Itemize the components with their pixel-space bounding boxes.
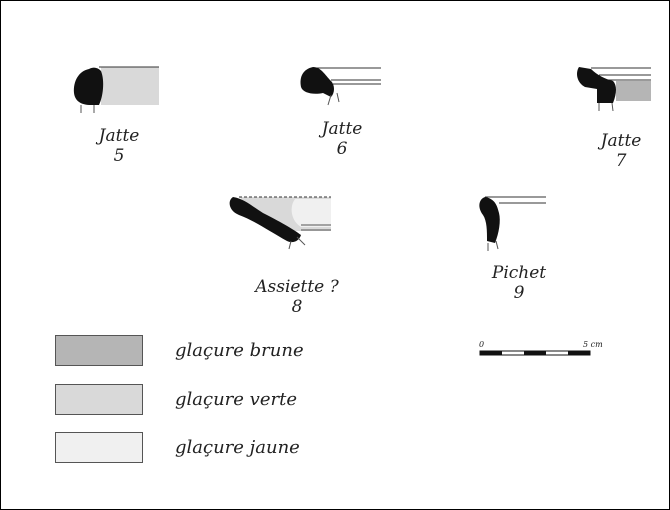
legend-swatch-brune xyxy=(55,335,143,366)
profile-9-section xyxy=(479,197,500,243)
legend-label-verte: glaçure verte xyxy=(175,389,297,410)
profile-8-glaze-jaune xyxy=(291,199,331,227)
profile-7 xyxy=(577,67,651,112)
legend-label-jaune: glaçure jaune xyxy=(175,437,300,458)
item-8-name: Assiette ? xyxy=(255,277,339,297)
item-7-label: Jatte 7 xyxy=(591,131,651,171)
profile-6-section xyxy=(300,67,334,97)
item-7-number: 7 xyxy=(615,151,627,171)
scale-end-label: 5 cm xyxy=(583,340,603,349)
item-6-name: Jatte xyxy=(321,119,363,139)
scale-bar xyxy=(479,350,591,356)
item-7-name: Jatte xyxy=(600,131,642,151)
legend-swatch-jaune xyxy=(55,432,143,463)
item-6-label: Jatte 6 xyxy=(312,119,372,159)
item-8-number: 8 xyxy=(291,297,303,317)
item-5-number: 5 xyxy=(113,146,125,166)
item-5-label: Jatte 5 xyxy=(89,126,149,166)
profile-7-section xyxy=(577,67,616,103)
item-8-label: Assiette ? 8 xyxy=(247,277,347,317)
item-6-number: 6 xyxy=(336,139,348,159)
item-9-number: 9 xyxy=(513,283,525,303)
scale-start-label: 0 xyxy=(479,340,485,349)
profile-8 xyxy=(229,196,331,250)
profile-5-section xyxy=(73,67,104,105)
profile-8-section xyxy=(229,197,301,243)
legend-swatch-verte xyxy=(55,384,143,415)
item-9-name: Pichet xyxy=(491,263,547,283)
legend-label-brune: glaçure brune xyxy=(175,340,304,361)
profile-5-glaze xyxy=(101,67,159,105)
profile-6 xyxy=(300,67,381,106)
profile-7-glaze xyxy=(616,81,651,101)
profile-9 xyxy=(479,196,546,251)
profile-5 xyxy=(73,66,159,113)
item-5-name: Jatte xyxy=(98,126,140,146)
item-9-label: Pichet 9 xyxy=(489,263,549,303)
